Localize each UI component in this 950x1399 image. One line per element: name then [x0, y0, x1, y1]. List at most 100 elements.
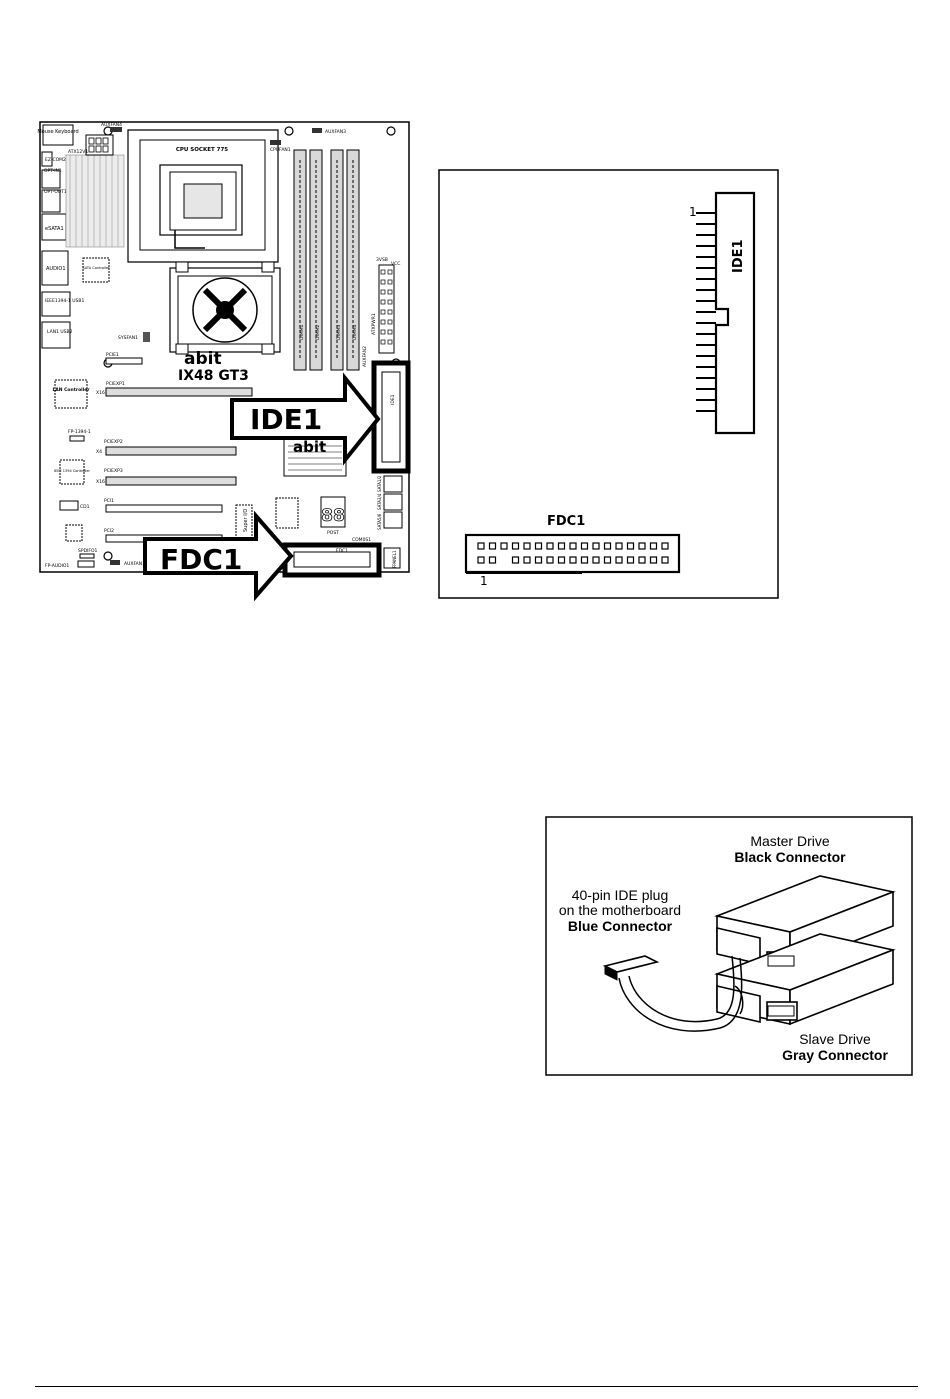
master-power-connector	[767, 955, 795, 967]
fdc-pin	[569, 542, 577, 550]
opt-out-port	[41, 189, 61, 213]
audio-codec-chip	[65, 524, 83, 542]
fdc-pin	[477, 556, 485, 564]
mouse-keyboard-label: Mouse Keyboard	[37, 129, 78, 135]
ide-label: IDE1	[731, 239, 746, 273]
fdc-pin	[477, 542, 485, 550]
bios-chip	[275, 497, 299, 529]
ide1-callout-arrow	[230, 372, 381, 466]
fp1394-label: FP-1394-1	[68, 429, 91, 435]
pci2-label: PCI2	[104, 528, 114, 534]
lan-usb-label: LAN1 USB2	[47, 329, 73, 335]
pinout-diagram: 1 IDE1 FDC1 1	[438, 169, 779, 599]
auxfan3-header	[312, 128, 322, 133]
pcie1-label: PCIE1	[106, 352, 119, 358]
pci1-slot	[105, 504, 223, 513]
ide1-connector	[381, 371, 401, 463]
fdc-pin	[626, 542, 635, 550]
fdc-pin	[638, 556, 646, 564]
fdc1-connector	[293, 551, 371, 568]
ide-pin1-label: 1	[689, 205, 697, 219]
sysfan-label: SYSFAN1	[118, 335, 138, 341]
fpaudio-label: FP-AUDIO1	[45, 563, 69, 569]
pciexp3-label: PCIEXP3	[104, 468, 123, 474]
opt-port	[41, 151, 53, 167]
sata-connectors	[383, 475, 403, 529]
fdc-pin	[523, 556, 531, 564]
pciexp3-slot	[105, 476, 237, 486]
cpufan-header	[270, 140, 281, 145]
atx12v-connector	[85, 134, 114, 156]
fdc-pin	[557, 542, 566, 550]
fdc-pin	[546, 542, 554, 550]
auxfan2-label: AUXFAN2	[362, 346, 368, 367]
board-model: IX48 GT3	[178, 368, 249, 384]
opt-in-port	[41, 169, 61, 189]
cpu-socket-label: CPU SOCKET 775	[176, 147, 228, 153]
fdc-pin	[580, 542, 589, 550]
chipset-cooler	[169, 261, 281, 355]
fdc-pin	[534, 556, 543, 564]
fdc1-small-label: FDC1	[336, 548, 348, 554]
pcie1-slot	[105, 357, 143, 365]
auxfan4-label: AUXFAN4	[101, 122, 122, 128]
ide-pins	[696, 212, 716, 412]
opt-out-label: OPT-OUT1	[44, 189, 67, 195]
fdc-pin	[603, 556, 612, 564]
opt-in-label: OPT-IN1	[44, 168, 62, 174]
lan-usb-port	[41, 321, 71, 349]
ieee-controller-chip	[59, 459, 85, 485]
spdifo-label: SPDIFO1	[78, 548, 97, 554]
esata-port	[41, 213, 67, 241]
comos-label: COM0S1	[352, 537, 371, 543]
fdc-pin	[488, 542, 497, 550]
ide1-callout-label: IDE1	[250, 403, 322, 436]
dimm-slots	[293, 149, 360, 371]
fdc-pin	[592, 556, 600, 564]
fdc-pin	[603, 542, 612, 550]
fpaudio-header	[77, 560, 95, 568]
plug-line1-label: 40-pin IDE plug	[572, 887, 669, 903]
fdc-pin	[615, 542, 623, 550]
fdc-pin	[523, 542, 531, 550]
fdc-pin	[488, 556, 497, 564]
ribbon-cable	[618, 955, 744, 1032]
sata-controller-chip	[82, 257, 110, 283]
abit-logo: abit	[184, 349, 222, 369]
ieee-usb-label: IEEE1394-1 USB1	[45, 298, 84, 304]
sata12-label: SATA1/2	[377, 475, 382, 492]
post-label: POST	[327, 530, 339, 536]
super-io-label: Super I/O	[243, 509, 249, 532]
fdc-pins	[477, 542, 669, 564]
pci1-label: PCI1	[104, 498, 114, 504]
plug-line3-label: Blue Connector	[568, 918, 673, 934]
pciexp2-label: PCIEXP2	[104, 439, 123, 445]
fdc-pin	[511, 556, 520, 564]
esata-label: eSATA1	[45, 226, 64, 232]
sata56-label: SATA5/6	[377, 513, 382, 530]
ide-cable-diagram: Master Drive Black Connector 40-pin IDE …	[545, 816, 913, 1076]
master-connector-label: Black Connector	[734, 849, 846, 865]
cpufan-label: CPUFAN1	[270, 147, 291, 153]
fdc-pin	[557, 556, 566, 564]
atxpwr-connector	[378, 264, 395, 354]
fdc-pin	[534, 542, 543, 550]
ieee-controller-label: IEEE 1394 Controller	[54, 469, 91, 473]
fpanel-header	[383, 547, 401, 569]
dimm4-label: DIMM4	[352, 324, 358, 340]
fdc-pin	[638, 542, 646, 550]
ide1-small-label: IDE1	[390, 394, 396, 405]
motherboard-diagram: Mouse Keyboard EZ-COM261 OPT-IN1 OPT-OUT…	[37, 121, 411, 602]
sysfan-header	[143, 332, 150, 342]
3vsb-label: 3VSB	[376, 257, 388, 263]
fdc-pin	[661, 542, 669, 550]
spdifo-header	[79, 553, 95, 559]
fdc1-callout-arrow	[143, 510, 294, 602]
lan-controller-label: LAN Controller	[52, 387, 90, 393]
fdc-connector-body	[464, 533, 681, 574]
vcc-label: VCC	[391, 261, 400, 267]
cpu-socket	[127, 129, 279, 263]
ide-plug-side	[604, 965, 618, 981]
fpanel-label: FPANEL1	[392, 550, 397, 568]
atx12v-label: ATX12V1	[68, 149, 88, 155]
